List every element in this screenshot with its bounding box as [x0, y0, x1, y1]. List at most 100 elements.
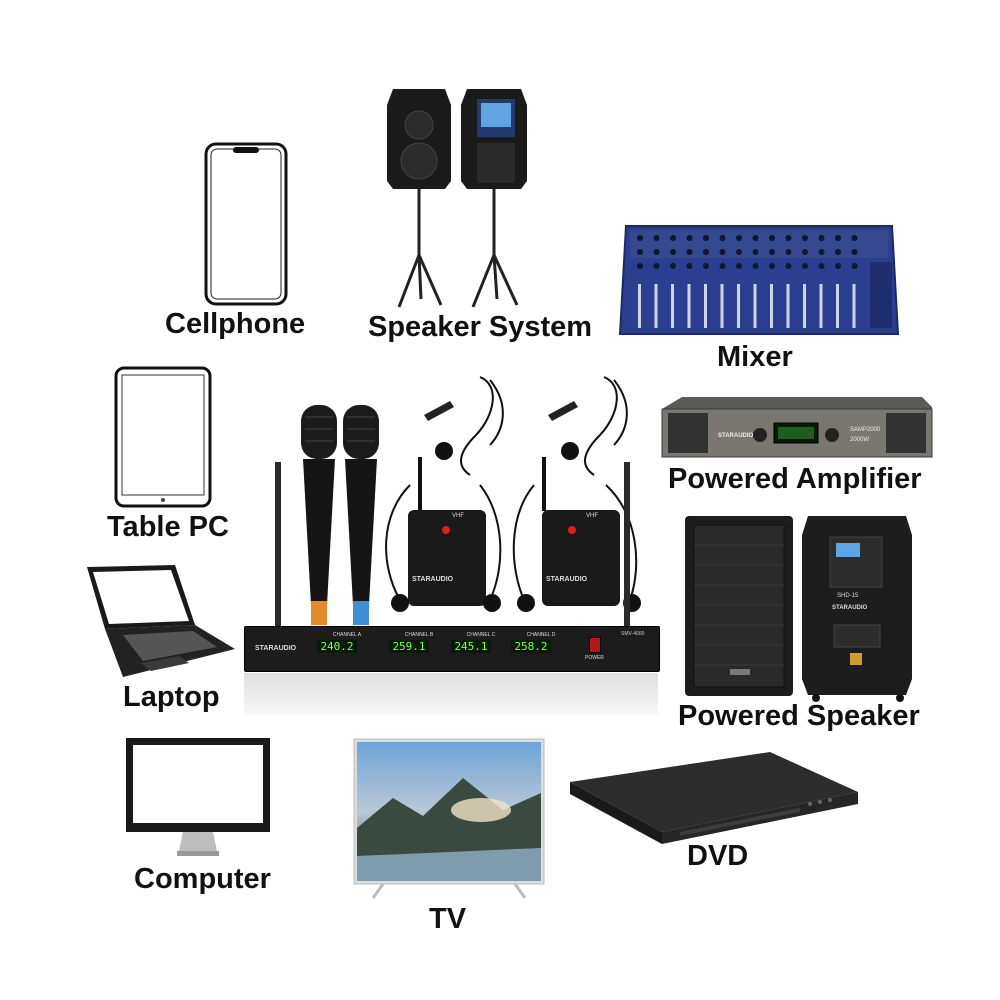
mixer-knob: [736, 235, 742, 241]
mixer-knob: [653, 235, 660, 241]
laptop-label: Laptop: [123, 681, 220, 713]
channel-b-panel: CHANNEL B 259.1: [389, 632, 449, 666]
mixer-knob: [752, 249, 759, 255]
mixer-knob: [703, 249, 709, 255]
mixer-knob: [703, 263, 709, 269]
mixer-knob: [686, 263, 693, 269]
mixer-label: Mixer: [717, 341, 793, 373]
mixer-fader-track: [819, 284, 823, 328]
mixer-knob: [802, 263, 808, 269]
wireless-receiver: STARAUDIO SMV-4000 CHANNEL A 240.2 CHANN…: [244, 626, 660, 672]
table-pc-image: [114, 366, 212, 508]
power-label: POWER: [585, 655, 604, 661]
mixer-fader-track: [770, 284, 773, 328]
bodypack-1-brand: STARAUDIO: [412, 576, 454, 583]
receiver-antenna-right: [624, 462, 630, 630]
cellphone-image: [204, 142, 288, 306]
mixer-knob: [802, 235, 808, 241]
mixer-knob: [835, 249, 841, 255]
bodypack-transmitter-2: STARAUDIO VHF: [512, 375, 649, 625]
mixer-knob: [670, 235, 676, 241]
power-switch: [589, 637, 601, 653]
mixer-knob: [686, 235, 693, 241]
bodypack-2-brand: STARAUDIO: [546, 576, 588, 583]
amplifier-power: 2000W: [850, 437, 870, 443]
powered-speaker-brand: STARAUDIO: [832, 605, 868, 611]
mixer-knob: [835, 263, 841, 269]
mixer-knob: [752, 263, 759, 269]
channel-d-display: 258.2: [511, 640, 551, 653]
mixer-knob: [785, 249, 792, 255]
tv-label: TV: [429, 903, 467, 935]
mixer-fader-track: [803, 284, 806, 328]
mixer-knob: [703, 235, 709, 241]
channel-c-label: CHANNEL C: [466, 632, 496, 638]
mixer-knob: [785, 263, 792, 269]
mixer-knob: [851, 249, 858, 255]
mixer-knob: [851, 263, 858, 269]
bodypack-2-tag: VHF: [586, 513, 598, 519]
table-pc-label: Table PC: [107, 511, 229, 543]
channel-a-label: CHANNEL A: [332, 632, 362, 638]
mixer-fader-track: [654, 284, 658, 328]
powered-amplifier-label: Powered Amplifier: [668, 463, 922, 495]
mixer-knob: [769, 263, 775, 269]
mixer-fader-track: [704, 284, 707, 328]
channel-c-display: 245.1: [451, 640, 491, 653]
mixer-knob: [686, 249, 693, 255]
mixer-image: [618, 222, 900, 337]
mixer-knob: [653, 263, 660, 269]
channel-c-panel: CHANNEL C 245.1: [451, 632, 511, 666]
cellphone-label: Cellphone: [165, 308, 306, 340]
mixer-knob: [769, 235, 775, 241]
amplifier-brand: STARAUDIO: [718, 433, 754, 439]
handheld-microphones-image: [297, 405, 387, 630]
channel-a-display: 240.2: [317, 640, 357, 653]
laptop-image: [83, 563, 235, 678]
mixer-fader-track: [737, 284, 740, 328]
amplifier-model: SAMP2000: [850, 427, 881, 433]
channel-b-label: CHANNEL B: [404, 632, 434, 638]
computer-image: [125, 737, 271, 859]
mixer-knob: [736, 249, 742, 255]
mixer-knob: [785, 235, 792, 241]
mixer-knob: [769, 249, 775, 255]
mixer-fader-track: [687, 284, 691, 328]
mixer-knob: [670, 249, 676, 255]
powered-speaker-label: Powered Speaker: [678, 700, 920, 732]
mixer-knob: [719, 249, 726, 255]
mixer-fader-track: [720, 284, 724, 328]
mixer-knob: [719, 235, 726, 241]
receiver-brand: STARAUDIO: [255, 645, 297, 652]
receiver-antenna-left: [275, 462, 281, 630]
dvd-player-image: [570, 752, 858, 844]
mixer-knob: [736, 263, 742, 269]
mixer-knob: [818, 263, 825, 269]
mixer-knob: [670, 263, 676, 269]
computer-label: Computer: [134, 863, 271, 895]
receiver-reflection: [244, 673, 658, 715]
mixer-knob: [851, 235, 858, 241]
mixer-fader-track: [671, 284, 674, 328]
mixer-knob: [802, 249, 808, 255]
mixer-fader-track: [753, 284, 757, 328]
speaker-system-image: [385, 85, 535, 308]
mixer-knob: [637, 235, 643, 241]
dvd-label: DVD: [687, 840, 749, 872]
channel-a-panel: CHANNEL A 240.2: [317, 632, 377, 666]
channel-b-display: 259.1: [389, 640, 429, 653]
speaker-system-label: Speaker System: [368, 311, 593, 343]
powered-speaker-image: SHD-15 STARAUDIO: [684, 515, 914, 702]
mixer-fader-track: [852, 284, 856, 328]
mixer-fader-track: [786, 284, 790, 328]
amplifier-image: STARAUDIO SAMP2000 2000W: [661, 395, 933, 460]
mixer-knob: [835, 235, 841, 241]
mixer-knob: [637, 249, 643, 255]
bodypack-1-tag: VHF: [452, 513, 464, 519]
mixer-knob: [653, 249, 660, 255]
mixer-knob: [752, 235, 759, 241]
bodypack-transmitter-1: STARAUDIO VHF: [380, 375, 510, 625]
mixer-knob: [637, 263, 643, 269]
mixer-knob: [818, 249, 825, 255]
receiver-model: SMV-4000: [621, 631, 645, 637]
